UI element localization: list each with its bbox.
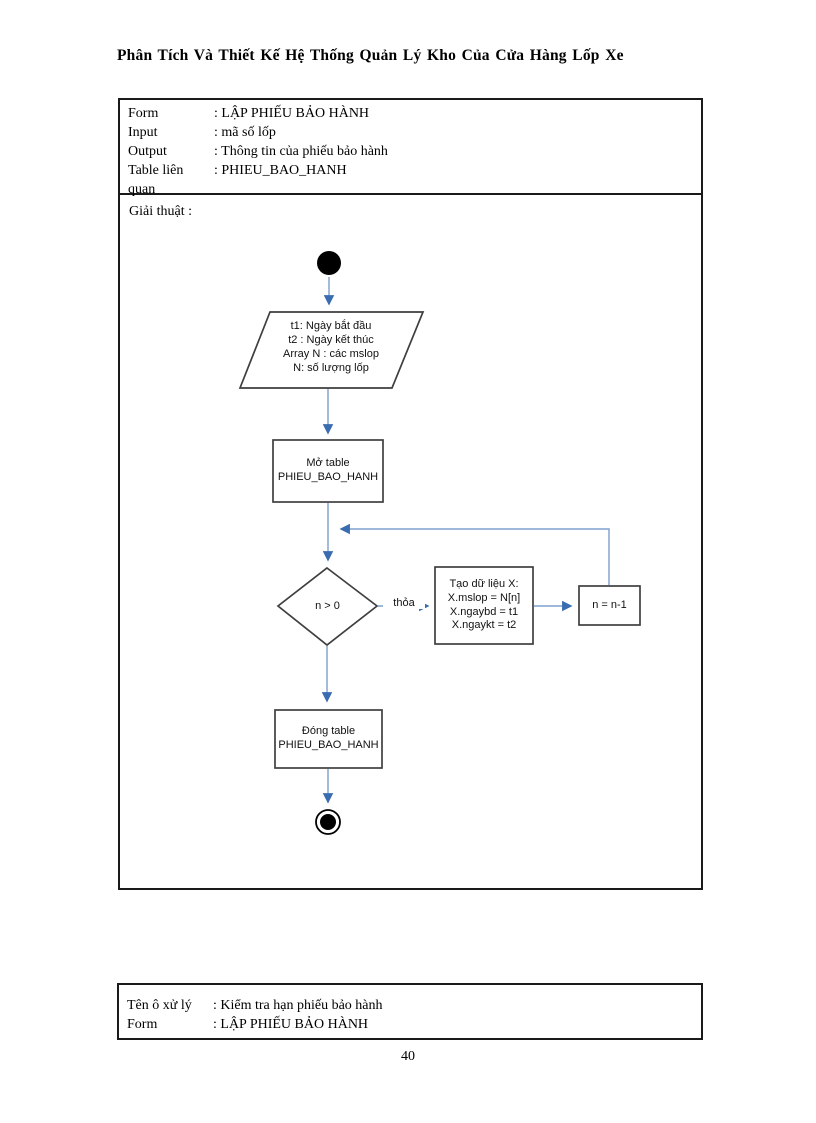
- form-info-value: : LẬP PHIẾU BẢO HÀNH: [214, 106, 370, 121]
- form-info-value: : Thông tin của phiếu bảo hành: [214, 144, 388, 159]
- create-data-line: X.mslop = N[n]: [447, 591, 521, 604]
- form-info-row: Form : LẬP PHIẾU BẢO HÀNH: [128, 104, 693, 123]
- open-table-line: Mở table: [306, 457, 350, 470]
- form-info-label: Output: [128, 144, 167, 159]
- footer-info-value: : LẬP PHIẾU BẢO HÀNH: [213, 1017, 369, 1032]
- create-data-text: Tạo dữ liệu X: X.mslop = N[n] X.ngaybd =…: [436, 568, 532, 643]
- close-table-line: Đóng table: [301, 725, 356, 738]
- form-info-label: Input: [128, 125, 158, 140]
- form-info-row: Output : Thông tin của phiếu bảo hành: [128, 142, 693, 161]
- footer-info-label: Form: [127, 1017, 158, 1032]
- form-info-row: Table liên quan : PHIEU_BAO_HANH: [128, 161, 693, 199]
- close-table-line: PHIEU_BAO_HANH: [278, 739, 379, 751]
- process-spec-box: Form : LẬP PHIẾU BẢO HÀNH Input : mã số …: [118, 98, 703, 890]
- footer-info-value: : Kiểm tra hạn phiếu bảo hành: [213, 998, 383, 1013]
- form-info-section: Form : LẬP PHIẾU BẢO HÀNH Input : mã số …: [120, 100, 701, 197]
- footer-info-row: Tên ô xử lý : Kiểm tra hạn phiếu bảo hàn…: [127, 996, 693, 1015]
- form-info-row: Input : mã số lốp: [128, 123, 693, 142]
- footer-info-label: Tên ô xử lý: [127, 998, 192, 1013]
- input-line: t1: Ngày bắt đầu: [290, 320, 372, 333]
- decrement-text: n = n-1: [579, 586, 640, 625]
- input-parallelogram-text: t1: Ngày bắt đầu t2 : Ngày kết thúc Arra…: [245, 315, 417, 381]
- form-info-label: Form: [128, 106, 159, 121]
- decision-condition: n > 0: [315, 599, 340, 612]
- create-data-line: X.ngaykt = t2: [451, 619, 517, 632]
- page-title: Phân Tích Và Thiết Kế Hệ Thống Quản Lý K…: [117, 47, 624, 64]
- branch-label-thoa: thỏa: [383, 597, 425, 609]
- create-data-line: Tạo dữ liệu X:: [449, 577, 519, 590]
- form-info-value: : mã số lốp: [214, 125, 276, 140]
- form-info-label: Table liên quan: [128, 163, 184, 197]
- open-table-line: PHIEU_BAO_HANH: [277, 471, 379, 483]
- footer-info-row: Form : LẬP PHIẾU BẢO HÀNH: [127, 1015, 693, 1034]
- decrement-expression: n = n-1: [592, 598, 627, 611]
- form-info-value: : PHIEU_BAO_HANH: [214, 163, 347, 178]
- decision-text: n > 0: [278, 568, 377, 645]
- page-number: 40: [401, 1049, 415, 1064]
- open-table-text: Mở table PHIEU_BAO_HANH: [273, 440, 383, 502]
- next-process-spec-box: Tên ô xử lý : Kiểm tra hạn phiếu bảo hàn…: [117, 983, 703, 1040]
- input-line: t2 : Ngày kết thúc: [288, 334, 374, 347]
- create-data-line: X.ngaybd = t1: [449, 605, 519, 618]
- algorithm-label: Giải thuật :: [129, 204, 192, 219]
- close-table-text: Đóng table PHIEU_BAO_HANH: [275, 710, 382, 768]
- input-line: N: số lượng lốp: [293, 361, 369, 374]
- input-line: Array N : các mslop: [283, 348, 379, 360]
